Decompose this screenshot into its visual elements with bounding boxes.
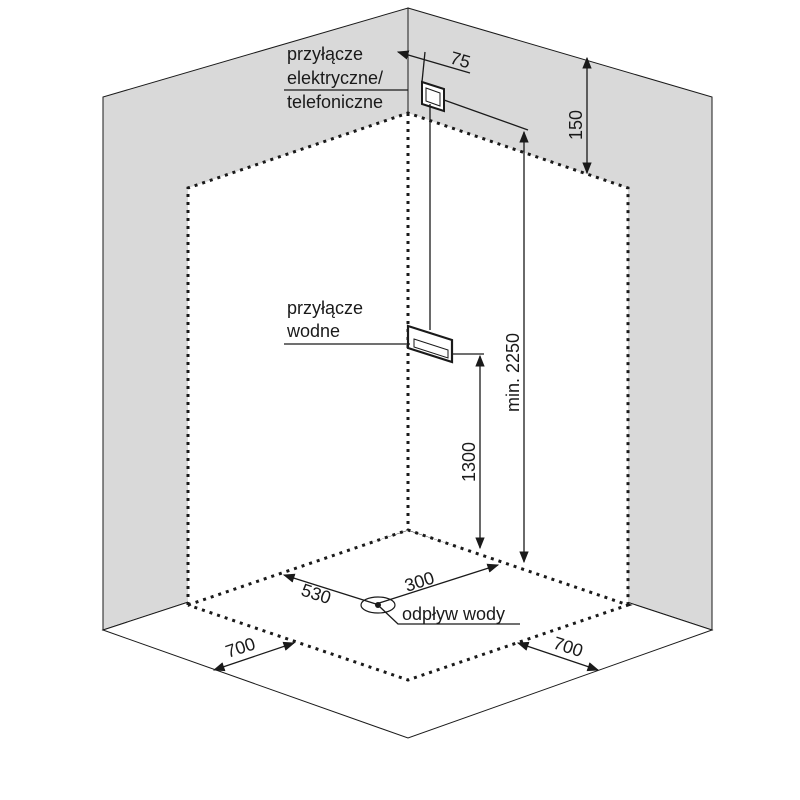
water-label-2: wodne <box>286 321 340 341</box>
electrical-label-1: przyłącze <box>287 44 363 64</box>
dim-700-left-line <box>212 641 296 672</box>
dim-150-text: 150 <box>566 110 586 140</box>
dim-530-line <box>282 573 377 605</box>
dim-300-line <box>375 563 500 605</box>
dim-75-extension <box>421 51 426 83</box>
electrical-label-2: elektryczne/ <box>287 68 383 88</box>
water-connection <box>406 324 454 364</box>
dim-1300-text: 1300 <box>459 442 479 482</box>
dim-75-line <box>396 50 471 74</box>
drain-leader <box>379 606 520 625</box>
dim-2250-text: min. 2250 <box>503 333 523 412</box>
drain-label: odpływ wody <box>402 604 505 624</box>
electrical-label-3: telefoniczne <box>287 92 383 112</box>
dim-700-right-line <box>516 641 600 672</box>
water-label-1: przyłącze <box>287 298 363 318</box>
cabin-left-face <box>188 113 408 605</box>
cabin-right-face <box>408 113 628 605</box>
cabin-outline-floor <box>187 528 633 682</box>
electrical-socket <box>421 80 445 113</box>
dim-2250-extension <box>443 99 529 131</box>
